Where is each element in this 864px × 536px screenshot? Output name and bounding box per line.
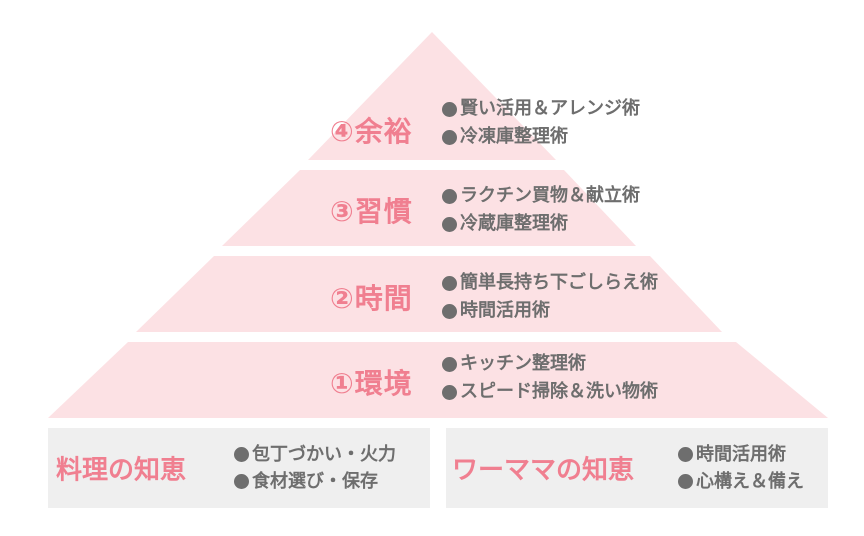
tier-1-items: キッチン整理術 スピード掃除＆洗い物術 — [442, 350, 658, 406]
list-item: 時間活用術 — [678, 441, 804, 468]
bullet-icon — [442, 275, 457, 291]
working-mom-wisdom-items: 時間活用術 心構え＆備え — [678, 441, 804, 495]
list-item: 食材選び・保存 — [234, 468, 396, 495]
working-mom-wisdom-item-1: 時間活用術 — [696, 444, 786, 465]
working-mom-wisdom-title: ワーママの知恵 — [452, 455, 635, 486]
tier-4-item-1: 賢い活用＆アレンジ術 — [460, 98, 640, 119]
pyramid-tier-3-shape — [222, 170, 636, 246]
tier-1-title: ①環境 — [330, 367, 413, 400]
tier-2-title: ②時間 — [330, 282, 413, 315]
list-item: 賢い活用＆アレンジ術 — [442, 95, 640, 123]
bullet-icon — [442, 356, 457, 372]
tier-3-item-1: ラクチン買物＆献立術 — [460, 185, 640, 206]
pyramid-tier-2-shape — [136, 256, 722, 332]
cooking-wisdom-title: 料理の知恵 — [56, 455, 187, 486]
bullet-icon — [678, 447, 693, 462]
list-item: ラクチン買物＆献立術 — [442, 182, 640, 210]
bullet-icon — [442, 216, 457, 232]
tier-4-item-2: 冷凍庫整理術 — [460, 126, 568, 147]
bullet-icon — [442, 188, 457, 204]
list-item: スピード掃除＆洗い物術 — [442, 378, 658, 406]
list-item: 心構え＆備え — [678, 468, 804, 495]
working-mom-wisdom-box: ワーママの知恵 時間活用術 心構え＆備え — [446, 428, 828, 508]
cooking-wisdom-item-1: 包丁づかい・火力 — [252, 444, 396, 465]
cooking-wisdom-items: 包丁づかい・火力 食材選び・保存 — [234, 441, 396, 495]
tier-2-items: 簡単長持ち下ごしらえ術 時間活用術 — [442, 269, 658, 325]
tier-3-item-2: 冷蔵庫整理術 — [460, 213, 568, 234]
bullet-icon — [442, 101, 457, 117]
tier-4-items: 賢い活用＆アレンジ術 冷凍庫整理術 — [442, 95, 640, 151]
bullet-icon — [234, 447, 249, 462]
list-item: 冷凍庫整理術 — [442, 123, 640, 151]
pyramid-tier-1-shape — [48, 342, 828, 418]
cooking-wisdom-item-2: 食材選び・保存 — [252, 471, 378, 492]
bullet-icon — [442, 129, 457, 145]
tier-3-title: ③習慣 — [330, 195, 413, 228]
tier-1-item-2: スピード掃除＆洗い物術 — [460, 381, 658, 402]
tier-2-item-2: 時間活用術 — [460, 300, 550, 321]
tier-1-item-1: キッチン整理術 — [460, 353, 586, 374]
bullet-icon — [442, 303, 457, 319]
cooking-wisdom-box: 料理の知恵 包丁づかい・火力 食材選び・保存 — [48, 428, 430, 508]
list-item: キッチン整理術 — [442, 350, 658, 378]
working-mom-wisdom-item-2: 心構え＆備え — [696, 471, 804, 492]
list-item: 時間活用術 — [442, 297, 658, 325]
bullet-icon — [442, 384, 457, 400]
bullet-icon — [678, 474, 693, 489]
list-item: 簡単長持ち下ごしらえ術 — [442, 269, 658, 297]
list-item: 包丁づかい・火力 — [234, 441, 396, 468]
tier-3-items: ラクチン買物＆献立術 冷蔵庫整理術 — [442, 182, 640, 238]
bullet-icon — [234, 474, 249, 489]
pyramid-tier-4-shape — [308, 32, 556, 160]
tier-2-item-1: 簡単長持ち下ごしらえ術 — [460, 272, 658, 293]
list-item: 冷蔵庫整理術 — [442, 210, 640, 238]
tier-4-title: ④余裕 — [330, 115, 413, 148]
